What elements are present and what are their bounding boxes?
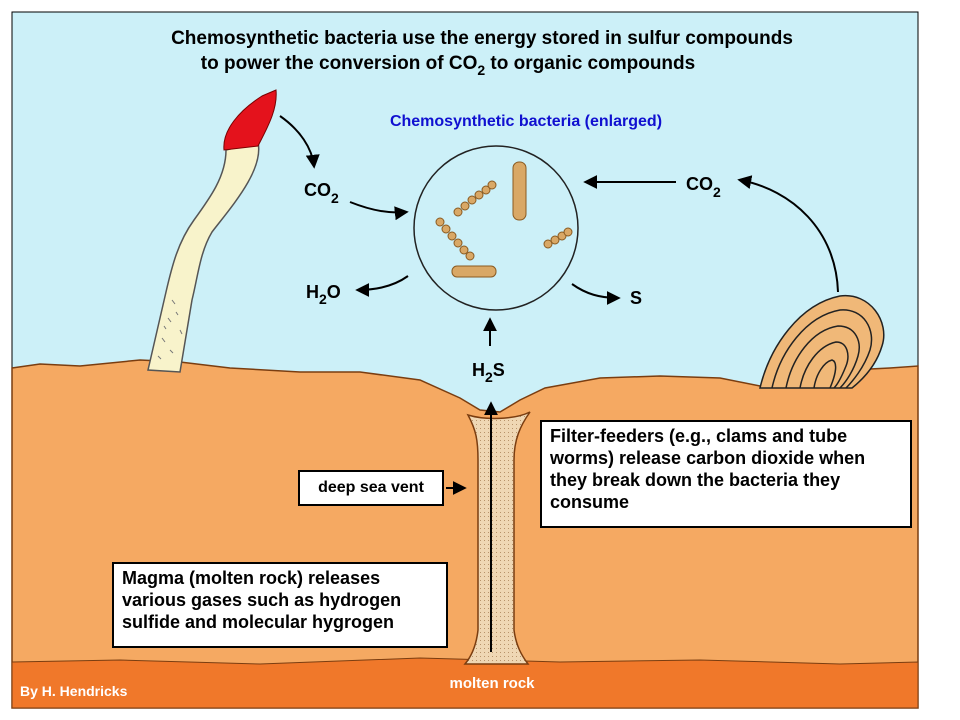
bacterium-rod <box>512 161 527 221</box>
co2-left-label: CO2 <box>304 180 339 206</box>
molten-rock-layer <box>11 657 919 709</box>
sea-floor <box>11 359 919 709</box>
credit-label: By H. Hendricks <box>20 683 128 699</box>
arrow-worm-to-co2 <box>279 115 320 169</box>
arrow-clam-to-co2 <box>737 175 839 293</box>
arrows <box>279 115 839 652</box>
bacteria-label: Chemosynthetic bacteria (enlarged) <box>390 113 662 130</box>
tube-worm-plume <box>223 89 277 151</box>
deep-sea-vent-label: deep sea vent <box>298 470 444 506</box>
arrow-co2-to-bacteria <box>349 201 409 221</box>
h2s-label: H2S <box>472 360 505 385</box>
tube-worm <box>147 89 277 373</box>
tube-worm-tube <box>147 141 260 373</box>
clam <box>759 295 885 389</box>
molten-rock-label: molten rock <box>449 675 535 692</box>
title-line-1: Chemosynthetic bacteria use the energy s… <box>171 28 793 49</box>
title-line-2: to power the conversion of CO2 to organi… <box>201 53 695 78</box>
bacterium-chain <box>435 217 475 261</box>
tube-worm-texture <box>157 299 183 360</box>
subscript: 2 <box>477 62 485 78</box>
filter-feeders-note: Filter-feeders (e.g., clams and tube wor… <box>540 420 912 528</box>
co2-right-label: CO2 <box>686 174 721 200</box>
bacterium-chain <box>453 180 497 217</box>
bacteria-circle <box>413 145 579 311</box>
h2o-label: H2O <box>306 282 341 307</box>
arrow-bacteria-to-s <box>571 283 621 305</box>
bacteria-cells <box>435 161 573 278</box>
magma-note: Magma (molten rock) releases various gas… <box>112 562 448 648</box>
bacterium-chain <box>543 227 573 249</box>
s-label: S <box>630 288 642 308</box>
bacterium-rod <box>451 265 497 278</box>
arrow-bacteria-to-h2o <box>355 275 409 297</box>
vent-channel <box>463 411 531 665</box>
